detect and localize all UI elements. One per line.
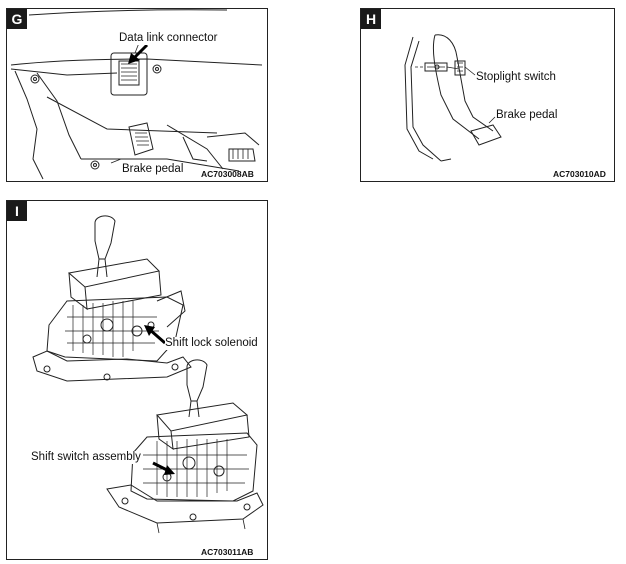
shifter-drawing-icon — [7, 201, 267, 559]
panel-badge-g: G — [7, 9, 27, 29]
stoplight-switch-label: Stoplight switch — [476, 71, 556, 84]
pointer-arrow-icon — [144, 325, 175, 475]
figure-panel-g: G Data link connector Brake pedal AC7 — [6, 8, 268, 182]
shift-lock-solenoid-label: Shift lock solenoid — [165, 337, 258, 350]
brake-pedal-label: Brake pedal — [122, 163, 184, 176]
brake-pedal-label: Brake pedal — [496, 109, 558, 122]
pointer-arrow-icon — [128, 9, 267, 64]
figure-panel-i: I Shift loc — [6, 200, 268, 560]
panel-badge-h: H — [361, 9, 381, 29]
data-link-connector-label: Data link connector — [119, 32, 218, 45]
figure-code: AC703010AD — [553, 169, 606, 179]
pedal-drawing-icon — [361, 9, 614, 181]
figure-code: AC703011AB — [201, 547, 254, 557]
dashboard-drawing-icon — [7, 9, 267, 181]
figure-panel-h: H Stoplight switch Brake pedal AC703010A… — [360, 8, 615, 182]
shift-switch-assembly-label: Shift switch assembly — [31, 451, 141, 464]
panel-badge-i: I — [7, 201, 27, 221]
figure-code: AC703008AB — [201, 169, 254, 179]
